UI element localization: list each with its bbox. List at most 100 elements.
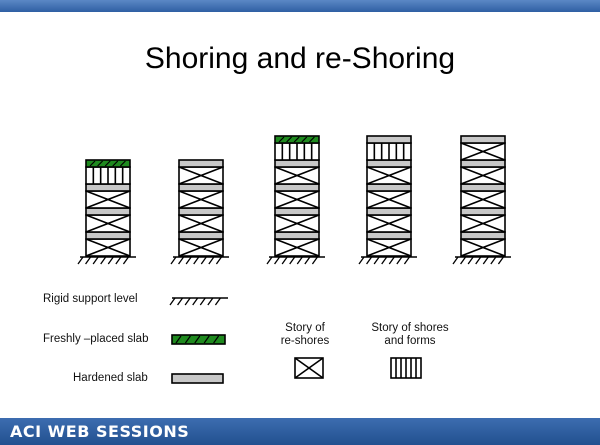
- legend-shores-line2: and forms: [384, 335, 436, 347]
- tower-5-rigid-support-hatch: [497, 256, 504, 265]
- tower-5-rigid-support-hatch: [452, 256, 459, 265]
- legend-reshores-line1: Story of: [285, 322, 325, 334]
- tower-5-hardened-slab: [460, 135, 506, 144]
- tower-5-story-reshores-diag-b: [460, 142, 506, 161]
- legend-rigid-support-symbol-hatch: [169, 297, 176, 306]
- tower-4-rigid-support-hatch: [381, 256, 388, 265]
- tower-4-story-reshores-diag-b: [366, 166, 412, 185]
- legend-rigid-support-symbol-hatch: [192, 297, 199, 306]
- footer-logo-text: ACI WEB SESSIONS: [10, 422, 190, 441]
- legend-fresh-slab-symbol-hatch: [203, 335, 210, 344]
- top-band: [0, 0, 600, 12]
- tower-1-rigid-support-hatch: [115, 256, 122, 265]
- legend-rigid-support-symbol-hatch: [177, 297, 184, 306]
- tower-3-rigid-support-hatch: [304, 256, 311, 265]
- tower-1-hardened-slab: [85, 207, 131, 216]
- tower-1-story-reshores-diag-b: [85, 214, 131, 233]
- tower-1-rigid-support-hatch: [92, 256, 99, 265]
- tower-5-hardened-slab: [460, 207, 506, 216]
- tower-3-hardened-slab: [274, 183, 320, 192]
- tower-4-hardened-slab: [366, 159, 412, 168]
- legend-reshores-symbol-diag-b: [294, 357, 324, 379]
- tower-1-story-reshores-diag-b: [85, 190, 131, 209]
- tower-3-rigid-support-hatch: [296, 256, 303, 265]
- tower-1-story-reshores-diag-b: [85, 238, 131, 257]
- tower-5-story-reshores-diag-b: [460, 214, 506, 233]
- tower-2-rigid-support-hatch: [185, 256, 192, 265]
- tower-1-hardened-slab: [85, 183, 131, 192]
- tower-1-fresh-slab-hatch: [119, 160, 126, 167]
- tower-4-rigid-support-hatch: [366, 256, 373, 265]
- tower-2-hardened-slab: [178, 183, 224, 192]
- tower-2-hardened-slab: [178, 231, 224, 240]
- legend-fresh-slab-symbol-hatch: [175, 335, 182, 344]
- tower-3-fresh-slab-hatch: [308, 136, 315, 143]
- legend-rigid-support-symbol-hatch: [214, 297, 221, 306]
- tower-1-rigid-support-hatch: [77, 256, 84, 265]
- tower-4-hardened-slab: [366, 207, 412, 216]
- footer-band: [0, 418, 600, 445]
- tower-5-rigid-support-hatch: [490, 256, 497, 265]
- tower-1-rigid-support-hatch: [85, 256, 92, 265]
- tower-4-story-reshores-diag-b: [366, 190, 412, 209]
- tower-3-rigid-support-hatch: [266, 256, 273, 265]
- tower-2-rigid-support-hatch: [215, 256, 222, 265]
- tower-4-rigid-support-hatch: [373, 256, 380, 265]
- tower-5-rigid-support-hatch: [460, 256, 467, 265]
- tower-3-rigid-support-hatch: [289, 256, 296, 265]
- legend-rigid-support-label: Rigid support level: [43, 293, 138, 305]
- tower-1-rigid-support-hatch: [100, 256, 107, 265]
- tower-3-fresh-slab-hatch: [286, 136, 293, 143]
- tower-4-rigid-support-hatch: [396, 256, 403, 265]
- legend-fresh-slab-symbol-hatch: [184, 335, 191, 344]
- tower-1-rigid-support-hatch: [122, 256, 129, 265]
- tower-4-story-reshores-diag-b: [366, 214, 412, 233]
- tower-2-rigid-support-hatch: [208, 256, 215, 265]
- legend-fresh-slab-symbol: [171, 334, 226, 345]
- tower-2-story-reshores-diag-b: [178, 238, 224, 257]
- tower-4-rigid-support-hatch: [358, 256, 365, 265]
- tower-3-hardened-slab: [274, 207, 320, 216]
- legend-reshores-caption: Story of re-shores: [270, 322, 340, 348]
- tower-1-fresh-slab-hatch: [104, 160, 111, 167]
- tower-3-story-reshores-diag-b: [274, 238, 320, 257]
- tower-2-story-reshores-diag-b: [178, 190, 224, 209]
- tower-3-rigid-support-hatch: [311, 256, 318, 265]
- legend-rigid-support-symbol-hatch: [207, 297, 214, 306]
- tower-5-story-reshores-diag-b: [460, 238, 506, 257]
- tower-3-story-reshores-diag-b: [274, 214, 320, 233]
- tower-5-story-reshores-diag-b: [460, 166, 506, 185]
- tower-3-rigid-support-hatch: [274, 256, 281, 265]
- tower-5-hardened-slab: [460, 231, 506, 240]
- tower-5-rigid-support-hatch: [482, 256, 489, 265]
- tower-1-fresh-slab-hatch: [89, 160, 96, 167]
- tower-4-hardened-slab: [366, 135, 412, 144]
- legend-hardened-slab-symbol: [171, 373, 224, 384]
- tower-1-fresh-slab-hatch: [112, 160, 119, 167]
- tower-4-hardened-slab: [366, 183, 412, 192]
- legend-rigid-support-symbol-hatch: [199, 297, 206, 306]
- legend-fresh-slab-symbol-hatch: [213, 335, 220, 344]
- tower-5-hardened-slab: [460, 159, 506, 168]
- tower-3-rigid-support-hatch: [281, 256, 288, 265]
- legend-hardened-slab-label: Hardened slab: [73, 372, 148, 384]
- legend-shores-caption: Story of shores and forms: [360, 322, 460, 348]
- tower-5-hardened-slab: [460, 183, 506, 192]
- slide-title: Shoring and re-Shoring: [144, 42, 456, 75]
- tower-2-rigid-support-hatch: [193, 256, 200, 265]
- tower-2-hardened-slab: [178, 159, 224, 168]
- tower-5-rigid-support-hatch: [467, 256, 474, 265]
- tower-4-hardened-slab: [366, 231, 412, 240]
- tower-4-story-reshores-diag-b: [366, 238, 412, 257]
- tower-2-rigid-support-hatch: [200, 256, 207, 265]
- legend-reshores-line2: re-shores: [280, 335, 330, 347]
- tower-1-fresh-slab-hatch: [97, 160, 104, 167]
- tower-2-hardened-slab: [178, 207, 224, 216]
- tower-2-rigid-support-hatch: [170, 256, 177, 265]
- tower-1-rigid-support-hatch: [107, 256, 114, 265]
- tower-1-hardened-slab: [85, 231, 131, 240]
- tower-2-story-reshores-diag-b: [178, 214, 224, 233]
- legend-fresh-slab-symbol-hatch: [194, 335, 201, 344]
- tower-3-story-reshores-diag-b: [274, 166, 320, 185]
